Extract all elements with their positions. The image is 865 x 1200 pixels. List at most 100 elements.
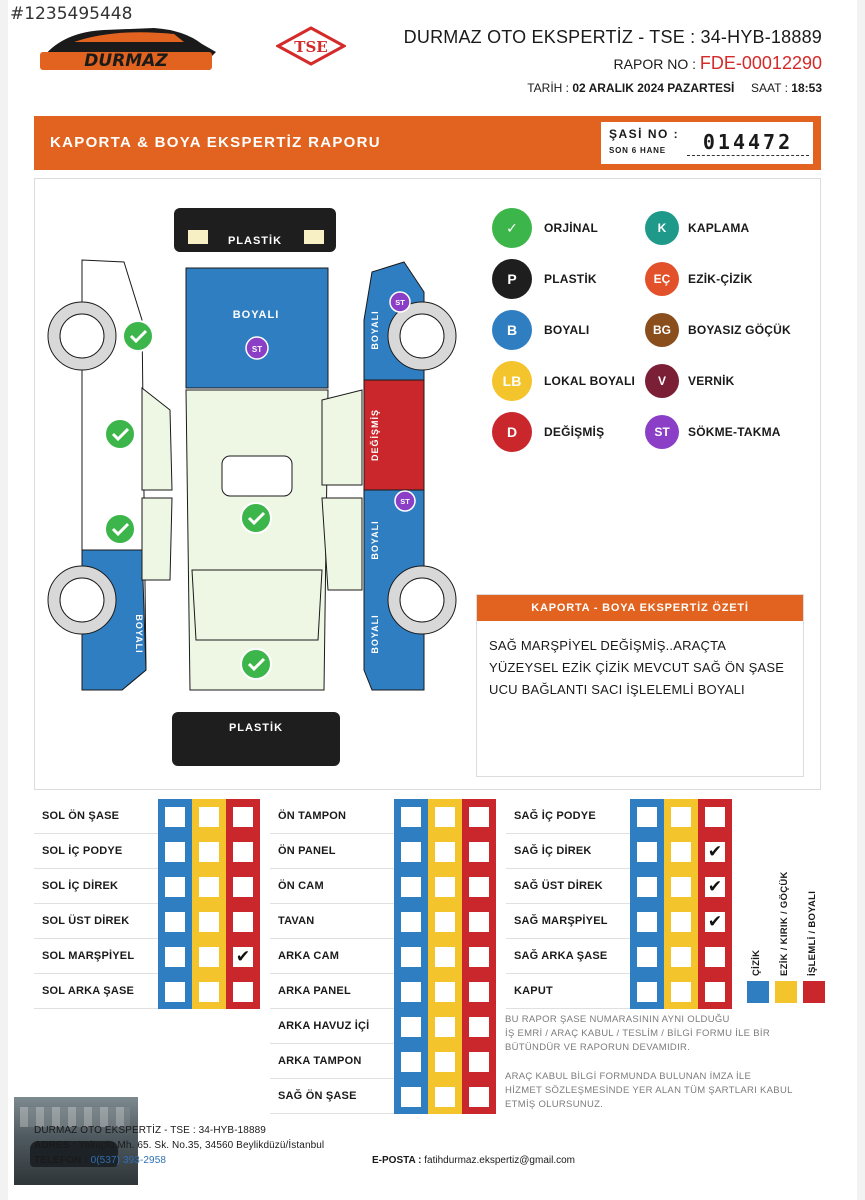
checkbox[interactable] bbox=[469, 946, 489, 967]
checkbox[interactable] bbox=[233, 981, 253, 1002]
checkbox[interactable] bbox=[469, 841, 489, 862]
email-link[interactable]: fatihdurmaz.ekspertiz@gmail.com bbox=[424, 1155, 575, 1166]
checkbox[interactable] bbox=[671, 981, 691, 1002]
checkbox[interactable] bbox=[233, 841, 253, 862]
part-label: SOL İÇ PODYE bbox=[42, 845, 123, 857]
checkbox[interactable] bbox=[401, 981, 421, 1002]
checkbox[interactable] bbox=[469, 1051, 489, 1072]
checkbox[interactable] bbox=[165, 911, 185, 932]
checkbox[interactable] bbox=[199, 806, 219, 827]
checkbox[interactable] bbox=[401, 1051, 421, 1072]
checkbox[interactable] bbox=[469, 876, 489, 897]
status-cell-painted bbox=[698, 799, 732, 834]
checkbox[interactable] bbox=[637, 806, 657, 827]
legend-badge: K bbox=[645, 211, 679, 245]
checkbox[interactable]: ✔ bbox=[705, 841, 725, 862]
checkbox[interactable] bbox=[469, 981, 489, 1002]
checkbox[interactable]: ✔ bbox=[233, 946, 253, 967]
checkbox[interactable] bbox=[637, 841, 657, 862]
checkbox[interactable] bbox=[233, 806, 253, 827]
checkbox[interactable] bbox=[705, 806, 725, 827]
checkbox[interactable] bbox=[199, 876, 219, 897]
part-row-on-panel: ÖN PANEL bbox=[270, 834, 496, 869]
checkbox[interactable] bbox=[165, 806, 185, 827]
checkbox[interactable] bbox=[401, 1086, 421, 1107]
checkbox[interactable] bbox=[671, 946, 691, 967]
checkbox[interactable] bbox=[165, 841, 185, 862]
status-cell-painted bbox=[698, 939, 732, 974]
checkbox[interactable] bbox=[401, 806, 421, 827]
checkbox[interactable] bbox=[435, 1086, 455, 1107]
checkbox[interactable] bbox=[637, 981, 657, 1002]
part-row-sag-ic-direk: SAĞ İÇ DİREK✔ bbox=[506, 834, 732, 869]
checkbox[interactable] bbox=[401, 946, 421, 967]
status-cell-painted bbox=[462, 939, 496, 974]
status-cell-painted: ✔ bbox=[698, 904, 732, 939]
status-cell-painted bbox=[462, 1044, 496, 1079]
checkbox[interactable] bbox=[435, 911, 455, 932]
status-cell-scratch bbox=[630, 974, 664, 1009]
checkbox[interactable] bbox=[435, 1016, 455, 1037]
checkbox[interactable] bbox=[165, 981, 185, 1002]
checkbox[interactable] bbox=[469, 911, 489, 932]
report-banner: KAPORTA & BOYA EKSPERTİZ RAPORU ŞASİ NO … bbox=[34, 116, 821, 170]
phone-link[interactable]: 0(537) 393-2958 bbox=[90, 1155, 167, 1166]
status-cell-dent bbox=[192, 904, 226, 939]
checkbox[interactable] bbox=[671, 806, 691, 827]
checkbox[interactable] bbox=[199, 841, 219, 862]
checkbox[interactable] bbox=[435, 1051, 455, 1072]
checkbox[interactable]: ✔ bbox=[705, 911, 725, 932]
checkbox[interactable] bbox=[165, 946, 185, 967]
checkbox[interactable] bbox=[637, 876, 657, 897]
status-cell-scratch bbox=[630, 799, 664, 834]
checkbox[interactable] bbox=[705, 981, 725, 1002]
checkbox[interactable] bbox=[671, 876, 691, 897]
legend-label: DEĞİŞMİŞ bbox=[544, 425, 605, 439]
svg-text:ST: ST bbox=[400, 497, 410, 506]
checkbox[interactable] bbox=[671, 911, 691, 932]
checkbox[interactable]: ✔ bbox=[705, 876, 725, 897]
checkbox[interactable] bbox=[199, 946, 219, 967]
legend-label: ORJİNAL bbox=[544, 221, 599, 235]
summary-text: SAĞ MARŞPİYEL DEĞİŞMİŞ..ARAÇTA YÜZEYSEL … bbox=[489, 638, 785, 697]
checkbox[interactable] bbox=[233, 911, 253, 932]
checkbox[interactable] bbox=[637, 911, 657, 932]
report-title: KAPORTA & BOYA EKSPERTİZ RAPORU bbox=[50, 134, 381, 151]
status-cell-scratch bbox=[630, 904, 664, 939]
checkbox[interactable] bbox=[469, 806, 489, 827]
status-cell-dent bbox=[428, 1009, 462, 1044]
summary-box: KAPORTA - BOYA EKSPERTİZ ÖZETİ SAĞ MARŞP… bbox=[476, 594, 804, 777]
checkbox[interactable] bbox=[435, 876, 455, 897]
checkbox[interactable] bbox=[199, 911, 219, 932]
legend-badge: LB bbox=[492, 361, 532, 401]
checkbox[interactable] bbox=[401, 876, 421, 897]
key-swatch-yellow bbox=[775, 981, 797, 1003]
checkbox[interactable] bbox=[435, 841, 455, 862]
checkbox[interactable] bbox=[637, 946, 657, 967]
status-cell-painted: ✔ bbox=[698, 869, 732, 904]
part-row-sol-marspiyel: SOL MARŞPİYEL✔ bbox=[34, 939, 260, 974]
part-row-sag-on-sase: SAĞ ÖN ŞASE bbox=[270, 1079, 496, 1114]
checkbox[interactable] bbox=[435, 806, 455, 827]
checkbox[interactable] bbox=[705, 946, 725, 967]
part-row-sag-marspiyel: SAĞ MARŞPİYEL✔ bbox=[506, 904, 732, 939]
checkbox[interactable] bbox=[401, 1016, 421, 1037]
status-cell-painted bbox=[698, 974, 732, 1009]
checkbox[interactable] bbox=[233, 876, 253, 897]
checkbox[interactable] bbox=[671, 841, 691, 862]
checkbox[interactable] bbox=[469, 1086, 489, 1107]
checkbox[interactable] bbox=[401, 841, 421, 862]
checkbox[interactable] bbox=[435, 946, 455, 967]
checkbox[interactable] bbox=[435, 981, 455, 1002]
checkbox[interactable] bbox=[469, 1016, 489, 1037]
checkbox[interactable] bbox=[199, 981, 219, 1002]
checkbox[interactable] bbox=[401, 911, 421, 932]
durmaz-logo: DURMAZ bbox=[40, 28, 216, 71]
check-icon bbox=[104, 513, 136, 545]
checkbox[interactable] bbox=[165, 876, 185, 897]
part-label: ARKA HAVUZ İÇİ bbox=[278, 1020, 370, 1032]
